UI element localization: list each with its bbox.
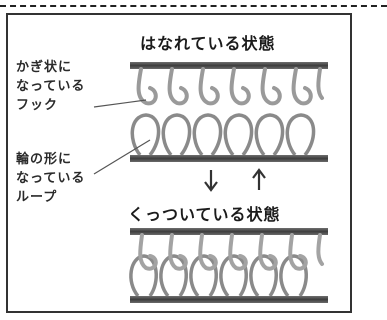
hook-5	[260, 67, 282, 106]
loops-attached	[129, 254, 308, 298]
hook-1	[136, 67, 158, 106]
loop-attached-5	[249, 254, 278, 298]
loop-attached-3	[189, 254, 218, 298]
loop-tape-bar-attached	[130, 296, 328, 303]
hook-tape-bar	[130, 62, 328, 69]
hook-3	[198, 67, 220, 106]
loops-separated	[130, 113, 316, 157]
hook-7	[316, 67, 324, 100]
pointer-line-loop	[93, 139, 151, 175]
hook-attached-5	[258, 233, 278, 271]
loop-attached-1	[129, 254, 158, 298]
hook-6	[291, 67, 313, 106]
dashed-separator	[0, 5, 387, 7]
loop-4	[223, 113, 254, 157]
title-attached: くっついている状態	[128, 205, 281, 224]
hook-attached-7	[316, 233, 324, 266]
arrow-down-icon	[204, 170, 218, 192]
hook-attached-1	[138, 233, 158, 271]
hook-2	[167, 67, 189, 106]
loop-attached-6	[279, 254, 308, 298]
hook-attached-2	[168, 233, 188, 271]
hook-tape-bar-attached	[130, 228, 328, 235]
hooks-attached	[138, 233, 324, 271]
loop-1	[130, 113, 161, 157]
loop-attached-4	[219, 254, 248, 298]
hooks-separated	[136, 67, 324, 106]
pointer-line-hook	[93, 99, 147, 108]
loop-6	[285, 113, 316, 157]
label-loop: 輪の形に なっている ループ	[16, 152, 86, 205]
loop-tape-bar	[130, 155, 328, 162]
loop-attached-2	[159, 254, 188, 298]
title-separated: はなれている状態	[140, 34, 276, 53]
hook-attached-6	[288, 233, 308, 271]
hook-attached-3	[198, 233, 218, 271]
label-hook: かぎ状に なっている フック	[16, 60, 86, 113]
loop-5	[254, 113, 285, 157]
hook-4	[229, 67, 251, 106]
arrow-up-icon	[252, 168, 266, 190]
loop-2	[161, 113, 192, 157]
loop-3	[192, 113, 223, 157]
hook-attached-4	[228, 233, 248, 271]
